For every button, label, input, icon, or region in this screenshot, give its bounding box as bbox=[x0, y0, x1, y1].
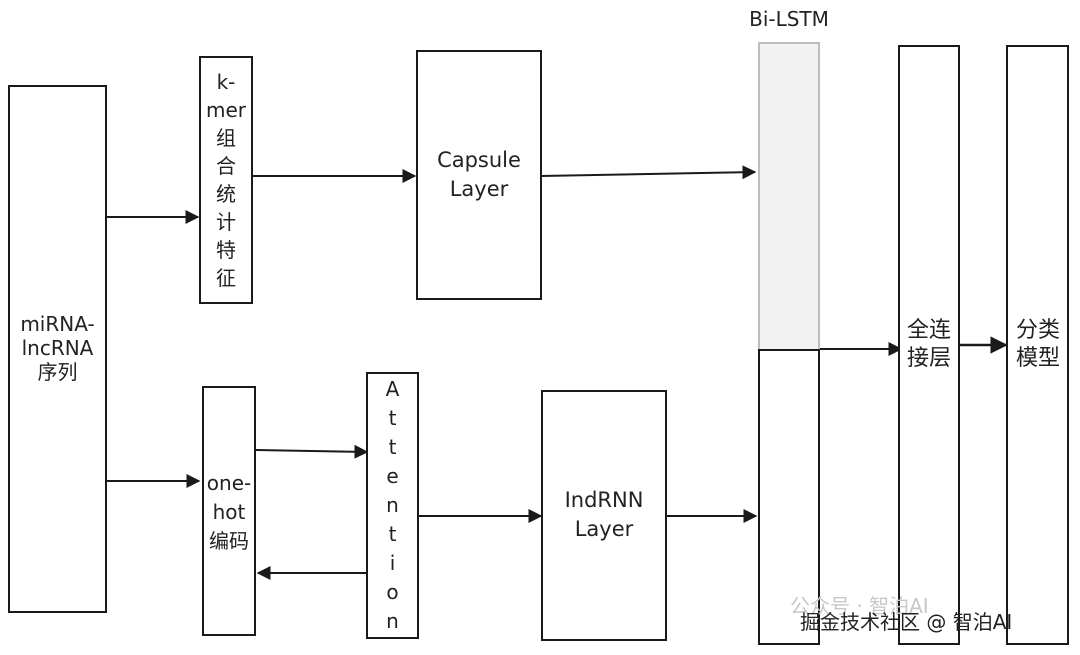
bilstm-upper-block bbox=[758, 42, 820, 351]
kmer-feature-label: k- mer 组 合 统 计 特 征 bbox=[205, 70, 246, 290]
classifier-label: 分类 模型 bbox=[1015, 318, 1060, 371]
bilstm-title: Bi-LSTM bbox=[749, 7, 829, 31]
capsule-layer-box bbox=[416, 50, 542, 300]
dense-layer-label: 全连 接层 bbox=[906, 318, 951, 371]
onehot-encoding-label: one- hot 编码 bbox=[206, 470, 252, 553]
watermark-ghost-text: 公众号 · 智泊AI bbox=[790, 594, 929, 618]
arrow-onehot-to-attention bbox=[255, 444, 369, 459]
attention-label: A t t e n t i o n bbox=[385, 377, 400, 633]
input-sequence-box bbox=[8, 85, 107, 613]
input-sequence-label: miRNA- lncRNA 序列 bbox=[20, 312, 95, 384]
kmer-feature-box bbox=[199, 56, 253, 304]
watermark-credit: 掘金技术社区 @ 智泊AI bbox=[800, 610, 1013, 634]
indrnn-layer-label: IndRNN Layer bbox=[564, 488, 644, 541]
bilstm-lower-block bbox=[758, 349, 820, 645]
attention-box bbox=[366, 372, 419, 639]
capsule-layer-label: Capsule Layer bbox=[437, 148, 521, 201]
dense-layer-box bbox=[898, 45, 960, 645]
classifier-box bbox=[1006, 45, 1069, 645]
indrnn-layer-box bbox=[541, 390, 667, 641]
onehot-encoding-box bbox=[202, 386, 256, 636]
arrow-capsule-to-bilstm bbox=[540, 165, 757, 180]
